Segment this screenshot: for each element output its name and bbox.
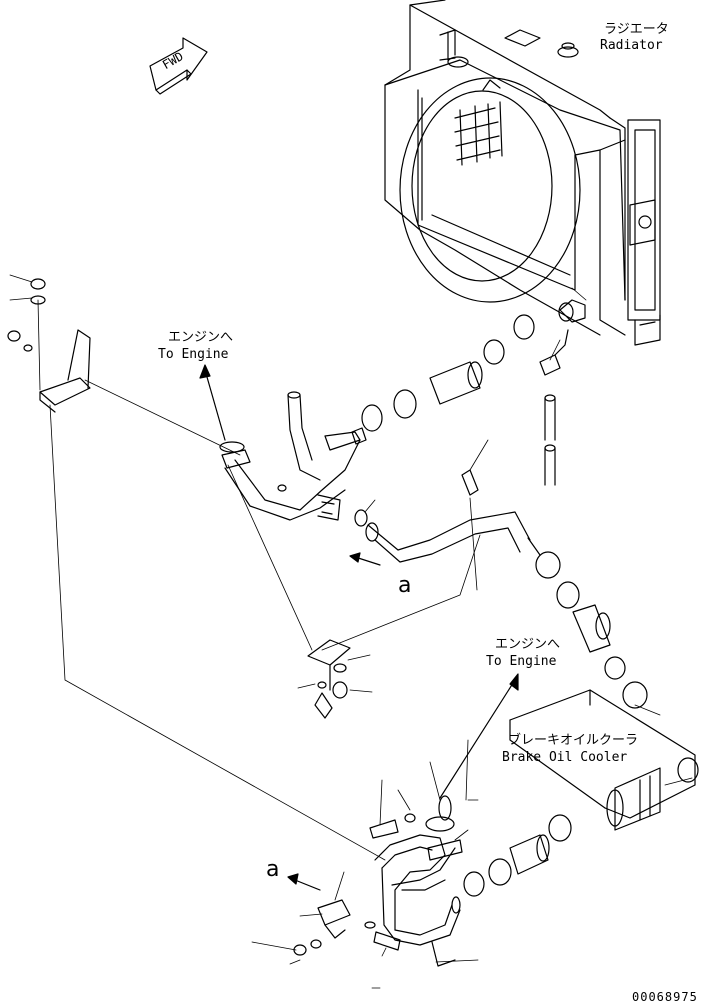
middle-bracket xyxy=(308,640,350,718)
middle-water-pipe xyxy=(355,470,540,562)
drawing-number: 00068975 xyxy=(632,990,698,1004)
radiator-assembly xyxy=(385,0,660,345)
brake-oil-cooler xyxy=(510,690,698,830)
drain-valve xyxy=(540,330,568,485)
to-engine-top-label-ja: エンジンへ xyxy=(168,330,234,345)
upper-hose-set xyxy=(352,315,534,444)
brake-cooler-label-ja: ブレーキオイルクーラ xyxy=(508,733,639,748)
upper-bracket xyxy=(8,279,90,412)
reference-a-upper: a xyxy=(398,573,412,598)
flow-arrows xyxy=(200,365,518,890)
radiator-label-en: Radiator xyxy=(600,38,663,53)
lower-water-pipe xyxy=(375,817,462,966)
fwd-arrow-icon xyxy=(150,38,207,94)
to-engine-top-label-en: To Engine xyxy=(158,347,229,362)
lower-bracket xyxy=(294,796,451,955)
radiator-label-ja: ラジエータ xyxy=(604,22,669,37)
to-engine-bottom-label-en: To Engine xyxy=(486,654,557,669)
leader-lines xyxy=(10,275,692,988)
brake-cooler-label-en: Brake Oil Cooler xyxy=(502,750,628,765)
cooler-hose-set xyxy=(536,552,647,708)
reference-a-lower: a xyxy=(266,857,280,882)
lower-hose-set xyxy=(464,815,571,896)
upper-water-pipe xyxy=(220,392,360,520)
to-engine-bottom-label-ja: エンジンへ xyxy=(495,637,561,652)
